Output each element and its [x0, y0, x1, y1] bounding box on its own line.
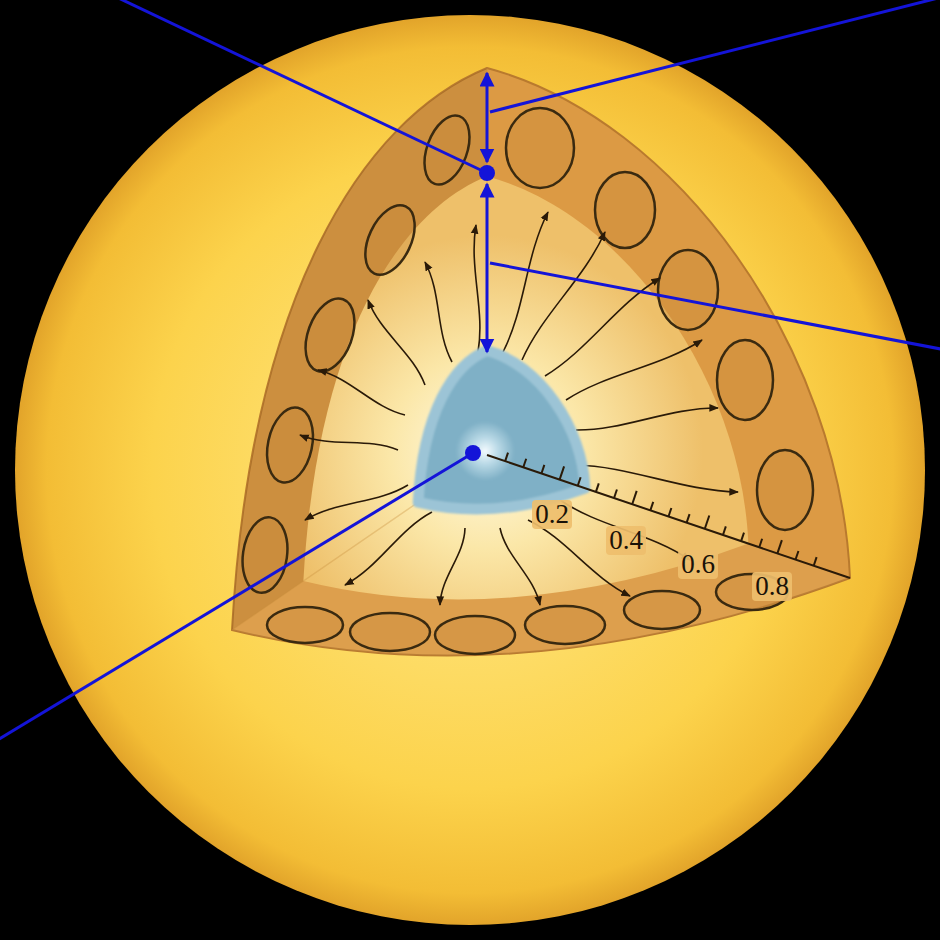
convection-cell [717, 340, 773, 420]
convection-cell [658, 250, 718, 330]
scale-tick [632, 491, 636, 504]
scale-tick [596, 483, 599, 492]
scale-number: 0.4 [606, 526, 646, 555]
convection-cell [506, 108, 574, 188]
leader-line [110, 0, 487, 173]
convection-cell [525, 606, 605, 644]
scale-tick [505, 453, 508, 462]
convection-cells [238, 108, 813, 654]
sun-sphere [15, 15, 925, 925]
leader-line [490, 0, 940, 112]
callout-dot [465, 445, 481, 461]
leader-line [0, 453, 473, 742]
scale-number: 0.6 [678, 550, 718, 579]
scale-tick [541, 465, 544, 474]
convection-cell [238, 514, 292, 595]
wedge-edges [232, 68, 850, 630]
convection-cell [267, 607, 343, 643]
scale-number: 0.2 [532, 500, 572, 529]
callout-lines [0, 0, 940, 742]
scale-tick [777, 540, 781, 553]
scale-tick [560, 466, 564, 479]
radiation-arrow [318, 370, 405, 415]
radiation-arrow [300, 435, 398, 450]
core [418, 351, 585, 510]
radiation-arrow [566, 340, 702, 400]
scale-tick [814, 557, 817, 566]
radiation-arrow [560, 500, 690, 560]
scale-tick [759, 539, 762, 548]
convection-cell [757, 450, 813, 530]
convection-cell [624, 591, 700, 629]
radiation-arrow [575, 465, 738, 492]
convection-cell [416, 109, 478, 190]
scale-tick [523, 459, 526, 468]
convection-cell [296, 292, 363, 378]
scale-tick [650, 502, 653, 511]
leader-line [490, 263, 940, 350]
scale-tick [669, 508, 672, 517]
convection-cell [355, 198, 424, 283]
scale-tick [723, 526, 726, 535]
radiation-arrow [425, 262, 452, 362]
radiation-arrow [500, 528, 540, 605]
scale-tick [796, 551, 799, 560]
core-group [418, 351, 585, 510]
scale-tick [578, 477, 581, 486]
dimension-arrow [486, 73, 489, 162]
scale-tick [614, 490, 617, 499]
radiation-arrows [300, 212, 738, 605]
callout-dot [479, 165, 495, 181]
scale-tick [741, 533, 744, 542]
radiation-arrow [474, 225, 480, 352]
convection-cell [435, 616, 515, 654]
scale-tick [687, 514, 690, 523]
convection-cell [261, 403, 320, 486]
scale-axis [487, 455, 850, 578]
scale-tick [705, 516, 709, 529]
convection-cell [350, 613, 430, 651]
convection-cell [595, 172, 655, 248]
radiation-arrow [368, 300, 425, 385]
radiation-arrow [503, 212, 548, 352]
radiation-arrow [576, 408, 718, 430]
convection-zone [232, 68, 850, 656]
radiation-arrow [440, 528, 465, 605]
radius-scale [487, 453, 850, 578]
dimension-arrow [486, 184, 489, 352]
scale-number: 0.8 [752, 572, 792, 601]
radiation-arrow [522, 232, 605, 360]
